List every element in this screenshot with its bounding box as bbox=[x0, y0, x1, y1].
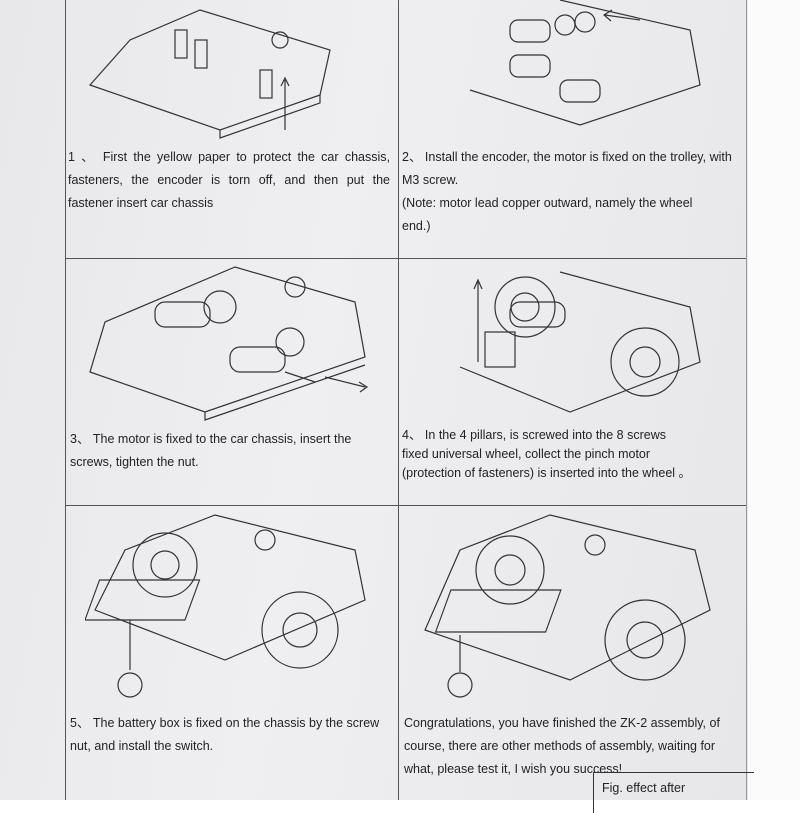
step-3-text: 3、 The motor is fixed to the car chassis… bbox=[70, 432, 352, 469]
completion-text: Congratulations, you have finished the Z… bbox=[404, 716, 720, 776]
step-2-note: (Note: motor lead copper outward, namely… bbox=[402, 196, 693, 233]
step-1-text: 1 、 First the yellow paper to protect th… bbox=[68, 150, 390, 210]
step-4-text: 4、 In the 4 pillars, is screwed into the… bbox=[402, 428, 692, 480]
step1-chassis-illustration bbox=[88, 9, 331, 139]
page-margin bbox=[748, 0, 800, 800]
table-border-left bbox=[65, 0, 66, 800]
table-divider-center bbox=[398, 0, 399, 800]
step-5-text: 5、 The battery box is fixed on the chass… bbox=[70, 716, 380, 753]
finished-car-illustration bbox=[424, 514, 711, 698]
step4-wheels-illustration bbox=[459, 271, 701, 413]
step2-encoder-illustration bbox=[469, 0, 701, 126]
step-2-text: 2、 Install the encoder, the motor is fix… bbox=[402, 150, 732, 187]
row-divider-1 bbox=[65, 258, 746, 259]
step5-battery-illustration bbox=[85, 514, 366, 698]
figure-caption: Fig. effect after bbox=[602, 781, 686, 795]
figure-caption-box: Fig. effect after bbox=[593, 772, 754, 813]
step3-motor-illustration bbox=[89, 266, 369, 421]
table-border-right bbox=[746, 0, 747, 800]
row-divider-2 bbox=[65, 505, 746, 506]
